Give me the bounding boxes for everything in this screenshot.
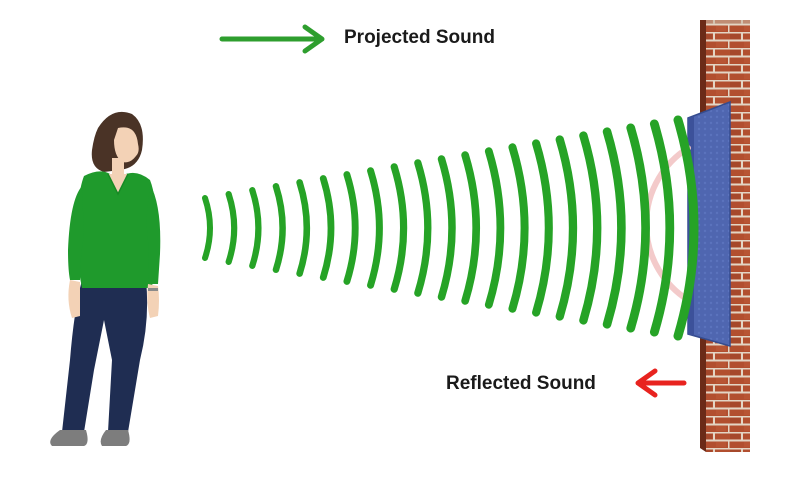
sound-wave-arc	[484, 147, 505, 309]
sound-wave-arc	[343, 171, 359, 285]
sound-wave-arc	[579, 131, 602, 325]
face	[114, 127, 139, 163]
sound-wave-arc	[367, 167, 383, 289]
projected-sound-label: Projected Sound	[344, 27, 495, 48]
sound-wave-arc	[202, 195, 213, 261]
right-arm	[146, 184, 161, 284]
reflected-arrow	[635, 368, 687, 398]
sound-wave-arc	[673, 115, 699, 341]
jeans	[62, 280, 148, 432]
sound-wave-arc	[508, 143, 529, 313]
woman-figure	[50, 111, 161, 446]
sound-waves	[202, 115, 699, 341]
shirt	[76, 171, 157, 288]
sound-wave-arc	[649, 119, 675, 337]
sound-wave-arc	[296, 179, 311, 277]
sound-wave-arc	[437, 155, 456, 301]
projected-arrow	[219, 24, 325, 54]
sound-wave-arc	[249, 187, 262, 269]
sound-wave-arc	[272, 183, 286, 273]
reflected-sound-label: Reflected Sound	[446, 373, 596, 394]
sound-wave-arc	[602, 127, 626, 329]
right-shoe	[100, 430, 130, 446]
sound-wave-arc	[225, 191, 238, 265]
sound-wave-arc	[532, 139, 553, 317]
sound-wave-arc	[461, 151, 480, 305]
sound-wave-arc	[555, 135, 578, 321]
sound-wave-arc	[390, 163, 408, 293]
sound-wave-arc	[319, 175, 335, 281]
left-shoe	[50, 430, 88, 446]
sound-wave-arc	[414, 159, 432, 297]
left-arm	[68, 186, 84, 280]
sound-wave-arc	[626, 123, 650, 333]
neck	[112, 158, 124, 174]
